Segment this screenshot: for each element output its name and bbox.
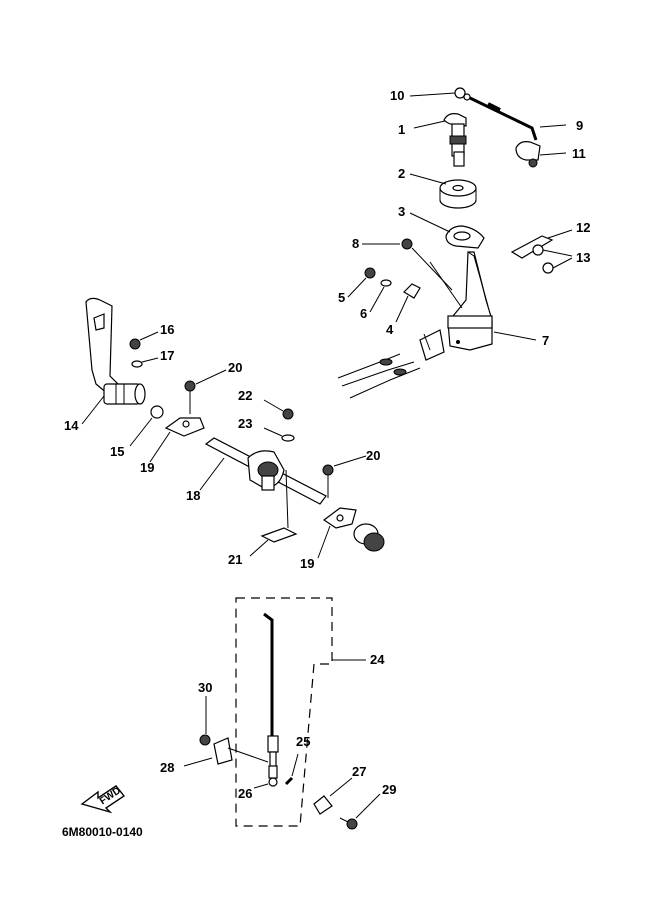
callout-14: 14 — [64, 418, 79, 433]
part-20-bolt-upper — [184, 369, 227, 414]
cable-plate — [419, 329, 445, 361]
callout-20-upper: 20 — [228, 360, 242, 375]
part-21-plate — [249, 527, 298, 557]
part-25-pin — [284, 753, 299, 786]
callout-6: 6 — [360, 306, 367, 321]
callout-11: 11 — [572, 146, 586, 161]
callout-20-lower: 20 — [366, 448, 380, 463]
callout-labels: 10 1 9 11 2 3 12 8 13 5 6 4 7 16 17 20 1… — [64, 88, 590, 801]
callout-2: 2 — [398, 166, 405, 181]
part-7-main-bracket — [429, 251, 537, 351]
part-23-washer — [263, 427, 295, 442]
shift-knob — [353, 523, 385, 552]
part-15-oring — [129, 405, 164, 447]
part-3-cam-plate — [409, 212, 485, 249]
callout-3: 3 — [398, 204, 405, 219]
part-12-bracket — [510, 229, 573, 259]
callout-19-lower: 19 — [300, 556, 314, 571]
callout-15: 15 — [110, 444, 124, 459]
part-16-bolt — [129, 331, 159, 350]
part-24-kit-outline — [235, 597, 333, 827]
callout-24: 24 — [370, 652, 385, 667]
part-8-bolt — [362, 238, 453, 291]
throttle-link-assembly — [337, 87, 573, 399]
part-27-clip — [313, 777, 353, 815]
part-29-screw — [339, 793, 381, 830]
part-22-bolt — [263, 399, 294, 420]
callout-27: 27 — [352, 764, 366, 779]
callout-12: 12 — [576, 220, 590, 235]
callout-1: 1 — [398, 122, 405, 137]
callout-18: 18 — [186, 488, 200, 503]
part-19-clamp-upper — [149, 417, 205, 463]
callout-4: 4 — [386, 322, 394, 337]
shift-rod — [263, 612, 279, 779]
fwd-direction-marker: FWD — [80, 785, 126, 814]
part-11-joint — [515, 141, 567, 168]
callout-22: 22 — [238, 388, 252, 403]
callout-16: 16 — [160, 322, 174, 337]
callout-26: 26 — [238, 786, 252, 801]
callout-13: 13 — [576, 250, 590, 265]
callout-10: 10 — [390, 88, 404, 103]
part-26-end — [253, 777, 278, 789]
throttle-cables — [337, 353, 421, 399]
callout-25: 25 — [296, 734, 310, 749]
callout-8: 8 — [352, 236, 359, 251]
part-13-screws — [532, 244, 573, 274]
callout-23: 23 — [238, 416, 252, 431]
part-4-bracket — [395, 283, 421, 323]
callout-5: 5 — [338, 290, 345, 305]
part-6-washer — [369, 279, 392, 313]
part-20-bolt-lower — [322, 455, 367, 498]
part-28-clip — [183, 737, 269, 767]
callout-28: 28 — [160, 760, 174, 775]
shift-lever-assembly — [81, 297, 385, 559]
part-9-rod — [469, 96, 567, 141]
part-10-nut — [409, 87, 471, 101]
part-30-nut — [199, 696, 211, 746]
callout-29: 29 — [382, 782, 396, 797]
callout-21: 21 — [228, 552, 242, 567]
part-18-shift-shaft — [199, 437, 327, 529]
callout-19-upper: 19 — [140, 460, 154, 475]
callout-9: 9 — [576, 118, 583, 133]
shift-rod-assembly — [183, 597, 381, 830]
part-14-lever-handle — [81, 297, 146, 425]
callout-7: 7 — [542, 333, 549, 348]
part-17-washer — [131, 357, 159, 368]
callout-30: 30 — [198, 680, 212, 695]
part-5-screw — [347, 267, 376, 298]
part-2-pulley — [409, 173, 477, 209]
callout-17: 17 — [160, 348, 174, 363]
part-1-lever — [413, 113, 467, 167]
part-19-clamp-lower — [317, 507, 357, 559]
diagram-code: 6M80010-0140 — [62, 825, 143, 839]
